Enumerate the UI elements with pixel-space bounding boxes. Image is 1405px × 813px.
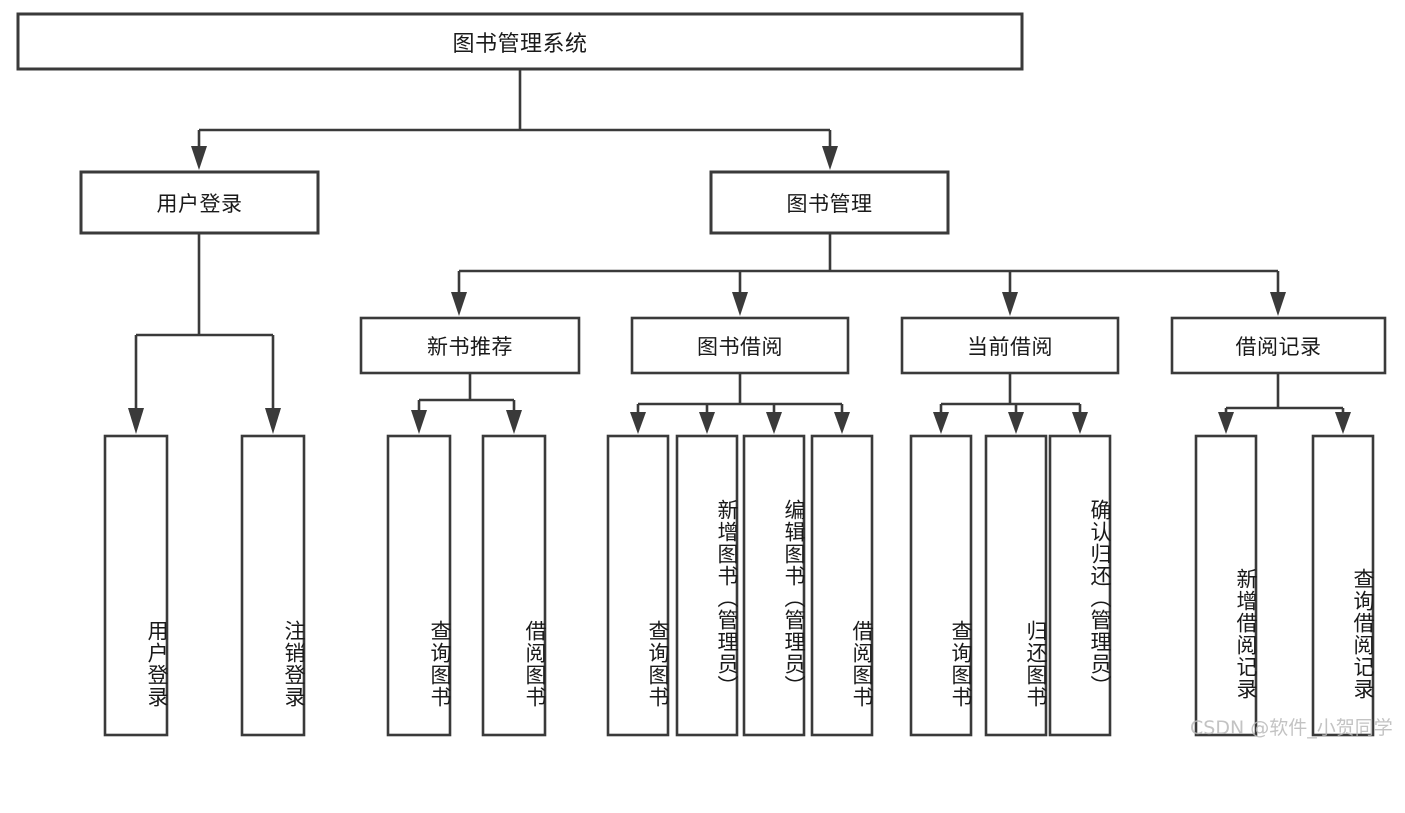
box-current-borrow[interactable] [900, 316, 1120, 375]
connectors-book-manage [451, 233, 1286, 316]
box-leaf-query-book-new[interactable] [386, 434, 452, 737]
arrow-cb-to-leaf-return-book [1008, 412, 1024, 434]
box-user-login[interactable] [79, 170, 320, 235]
box-leaf-edit-book-admin[interactable] [742, 434, 806, 737]
box-borrow-record[interactable] [1170, 316, 1387, 375]
arrow-nbr-to-leaf-query-book-new [411, 410, 427, 434]
node-boxes [16, 12, 1387, 737]
arrow-user-login-to-leaf-logout [265, 408, 281, 434]
arrow-book-manage-to-new-book-recommend [451, 292, 467, 316]
box-leaf-add-record[interactable] [1194, 434, 1258, 737]
arrow-root-to-book-manage [822, 146, 838, 170]
box-leaf-borrow-book-new[interactable] [481, 434, 547, 737]
arrow-bb-to-leaf-add-book-admin [699, 412, 715, 434]
arrow-book-manage-to-book-borrow [732, 292, 748, 316]
box-new-book-recommend[interactable] [359, 316, 581, 375]
box-leaf-query-book-bor[interactable] [606, 434, 670, 737]
box-leaf-user-login[interactable] [103, 434, 169, 737]
arrow-bb-to-leaf-borrow-book-bor [834, 412, 850, 434]
connectors-current-borrow [933, 373, 1088, 434]
arrow-br-to-leaf-add-record [1218, 412, 1234, 434]
box-book-borrow[interactable] [630, 316, 850, 375]
arrow-user-login-to-leaf-user-login [128, 408, 144, 434]
connectors-user-login [128, 233, 281, 434]
box-leaf-query-record[interactable] [1311, 434, 1375, 737]
arrow-root-to-user-login [191, 146, 207, 170]
arrow-bb-to-leaf-query-book-bor [630, 412, 646, 434]
arrow-cb-to-leaf-query-book-cur [933, 412, 949, 434]
connectors-borrow-record [1218, 373, 1351, 434]
diagram-svg [16, 12, 1387, 737]
connectors-root [191, 69, 838, 170]
connectors-new-book-recommend [411, 373, 522, 434]
box-leaf-borrow-book-bor[interactable] [810, 434, 874, 737]
arrow-br-to-leaf-query-record [1335, 412, 1351, 434]
connectors-book-borrow [630, 373, 850, 434]
arrow-nbr-to-leaf-borrow-book-new [506, 410, 522, 434]
box-book-manage[interactable] [709, 170, 950, 235]
box-leaf-query-book-cur[interactable] [909, 434, 973, 737]
csdn-watermark: CSDN @软件_小贺同学 [1190, 717, 1393, 739]
arrow-book-manage-to-borrow-record [1270, 292, 1286, 316]
box-leaf-return-book[interactable] [984, 434, 1048, 737]
box-leaf-confirm-return[interactable] [1048, 434, 1112, 737]
diagram-canvas-container: 图书管理系统 用户登录 图书管理 新书推荐 图书借阅 当前借阅 借阅记录 用户登… [16, 12, 1393, 739]
box-root[interactable] [16, 12, 1024, 71]
arrow-bb-to-leaf-edit-book-admin [766, 412, 782, 434]
arrow-cb-to-leaf-confirm-return [1072, 412, 1088, 434]
box-leaf-logout[interactable] [240, 434, 306, 737]
arrow-book-manage-to-current-borrow [1002, 292, 1018, 316]
box-leaf-add-book-admin[interactable] [675, 434, 739, 737]
